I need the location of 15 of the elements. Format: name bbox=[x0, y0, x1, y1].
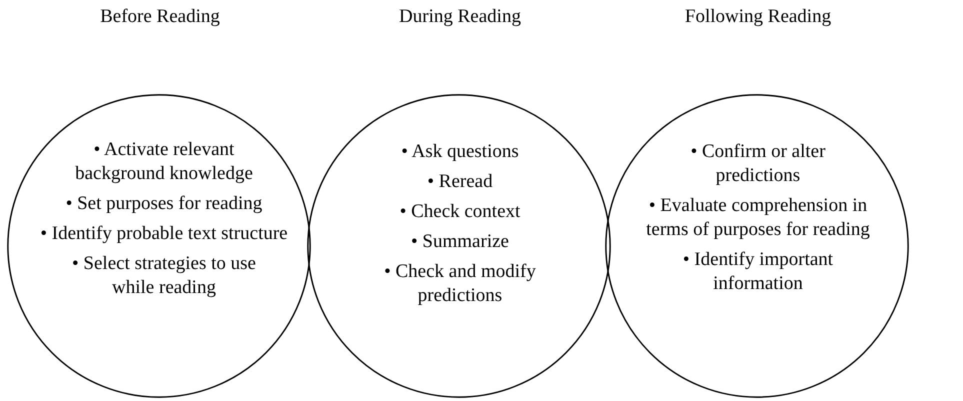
bullet-item: • Select strategies to use while reading bbox=[71, 252, 257, 300]
bullet-item: • Evaluate comprehension in terms of purposes for reading bbox=[645, 194, 871, 242]
bullet-item: • Confirm or alter predictions bbox=[690, 140, 826, 188]
column-heading: During Reading bbox=[398, 6, 522, 28]
column-heading: Following Reading bbox=[684, 6, 832, 28]
bullet-item: • Check context bbox=[398, 200, 522, 224]
bullet-item: • Summarize bbox=[410, 230, 510, 254]
bullet-item: • Identify important information bbox=[682, 248, 834, 296]
bullet-item: • Set purposes for reading bbox=[64, 192, 264, 216]
bullet-item: • Activate relevant background knowledge bbox=[74, 138, 254, 186]
bullet-item: • Check and modify predictions bbox=[383, 260, 537, 308]
bullet-item: • Reread bbox=[426, 170, 494, 194]
bullet-item: • Ask questions bbox=[400, 140, 520, 164]
bullet-item: • Identify probable text structure bbox=[39, 222, 289, 246]
column-heading: Before Reading bbox=[99, 6, 221, 28]
